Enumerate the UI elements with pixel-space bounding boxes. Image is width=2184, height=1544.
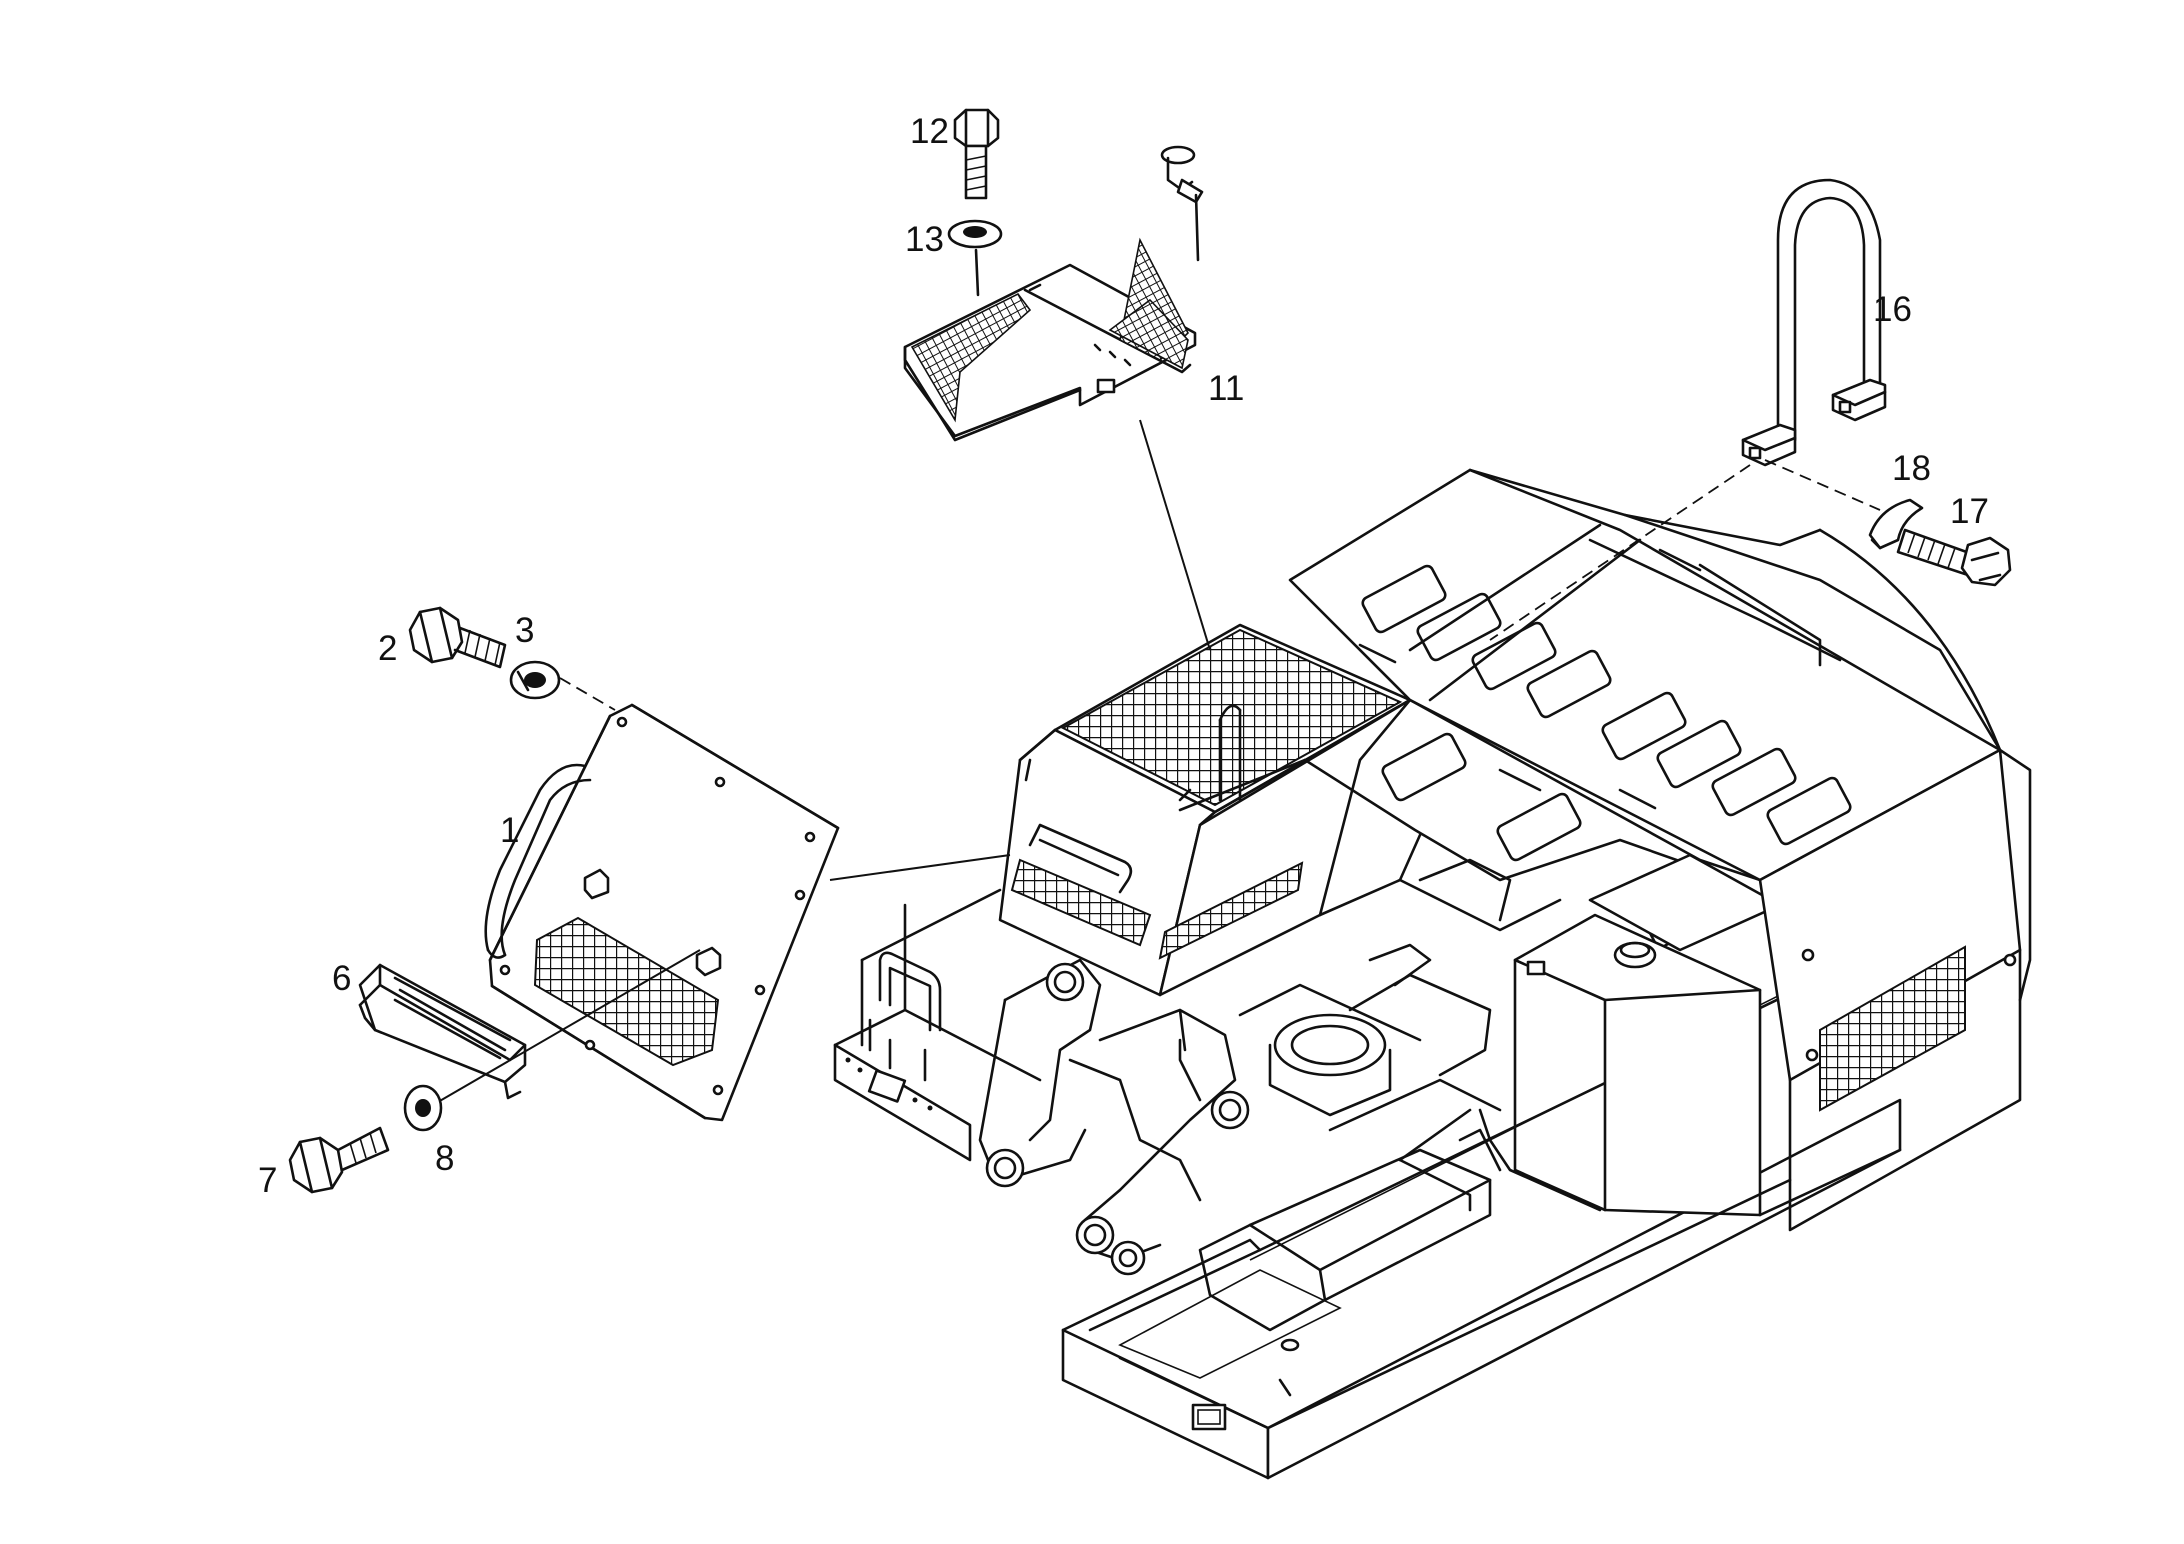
part-12-bolt: [953, 108, 1000, 200]
leader-3: [559, 677, 616, 711]
part-1-side-door: [484, 703, 840, 1122]
part-7-bolt: [288, 1126, 390, 1194]
label-part-16: 16: [1873, 290, 1912, 329]
label-part-7: 7: [258, 1161, 277, 1200]
top-grille: [1060, 628, 1403, 807]
part-16-handrail: [1741, 178, 1887, 467]
label-part-17: 17: [1950, 492, 1989, 531]
leader-8: [437, 949, 701, 1103]
label-part-6: 6: [332, 959, 351, 998]
side-grille: [1819, 945, 1966, 1112]
part-8-washer: [403, 1084, 443, 1132]
front-left-block: [833, 1043, 972, 1162]
label-part-13: 13: [905, 220, 944, 259]
leader-11: [1139, 419, 1211, 651]
label-part-18: 18: [1892, 449, 1931, 488]
part-3-washer: [509, 660, 561, 700]
part-6-step: [358, 963, 527, 1100]
leader-16: [1489, 464, 1751, 641]
part-18-lock-plate: [1868, 498, 1924, 550]
label-part-1: 1: [500, 811, 519, 850]
cover-lock: [1160, 145, 1204, 262]
label-part-12: 12: [910, 112, 949, 151]
part-labels: 1 2 3 6 7 8 11 12 13 16 17 18: [258, 112, 1989, 1200]
leader-1: [829, 854, 1011, 881]
lower-base-frame: [1061, 1328, 1270, 1480]
part-11-grating-cover: [903, 237, 1197, 442]
part-17-bolt: [1896, 528, 2012, 587]
machine-upper-frame: [833, 468, 2032, 1480]
label-part-11: 11: [1208, 369, 1244, 408]
label-part-8: 8: [435, 1139, 454, 1178]
swing-ring: [1273, 1013, 1387, 1077]
label-part-2: 2: [378, 629, 397, 668]
part-13-washer: [947, 219, 1003, 297]
label-part-3: 3: [515, 611, 534, 650]
part-2-bolt: [408, 606, 507, 669]
boom-pivot: [978, 958, 1250, 1276]
